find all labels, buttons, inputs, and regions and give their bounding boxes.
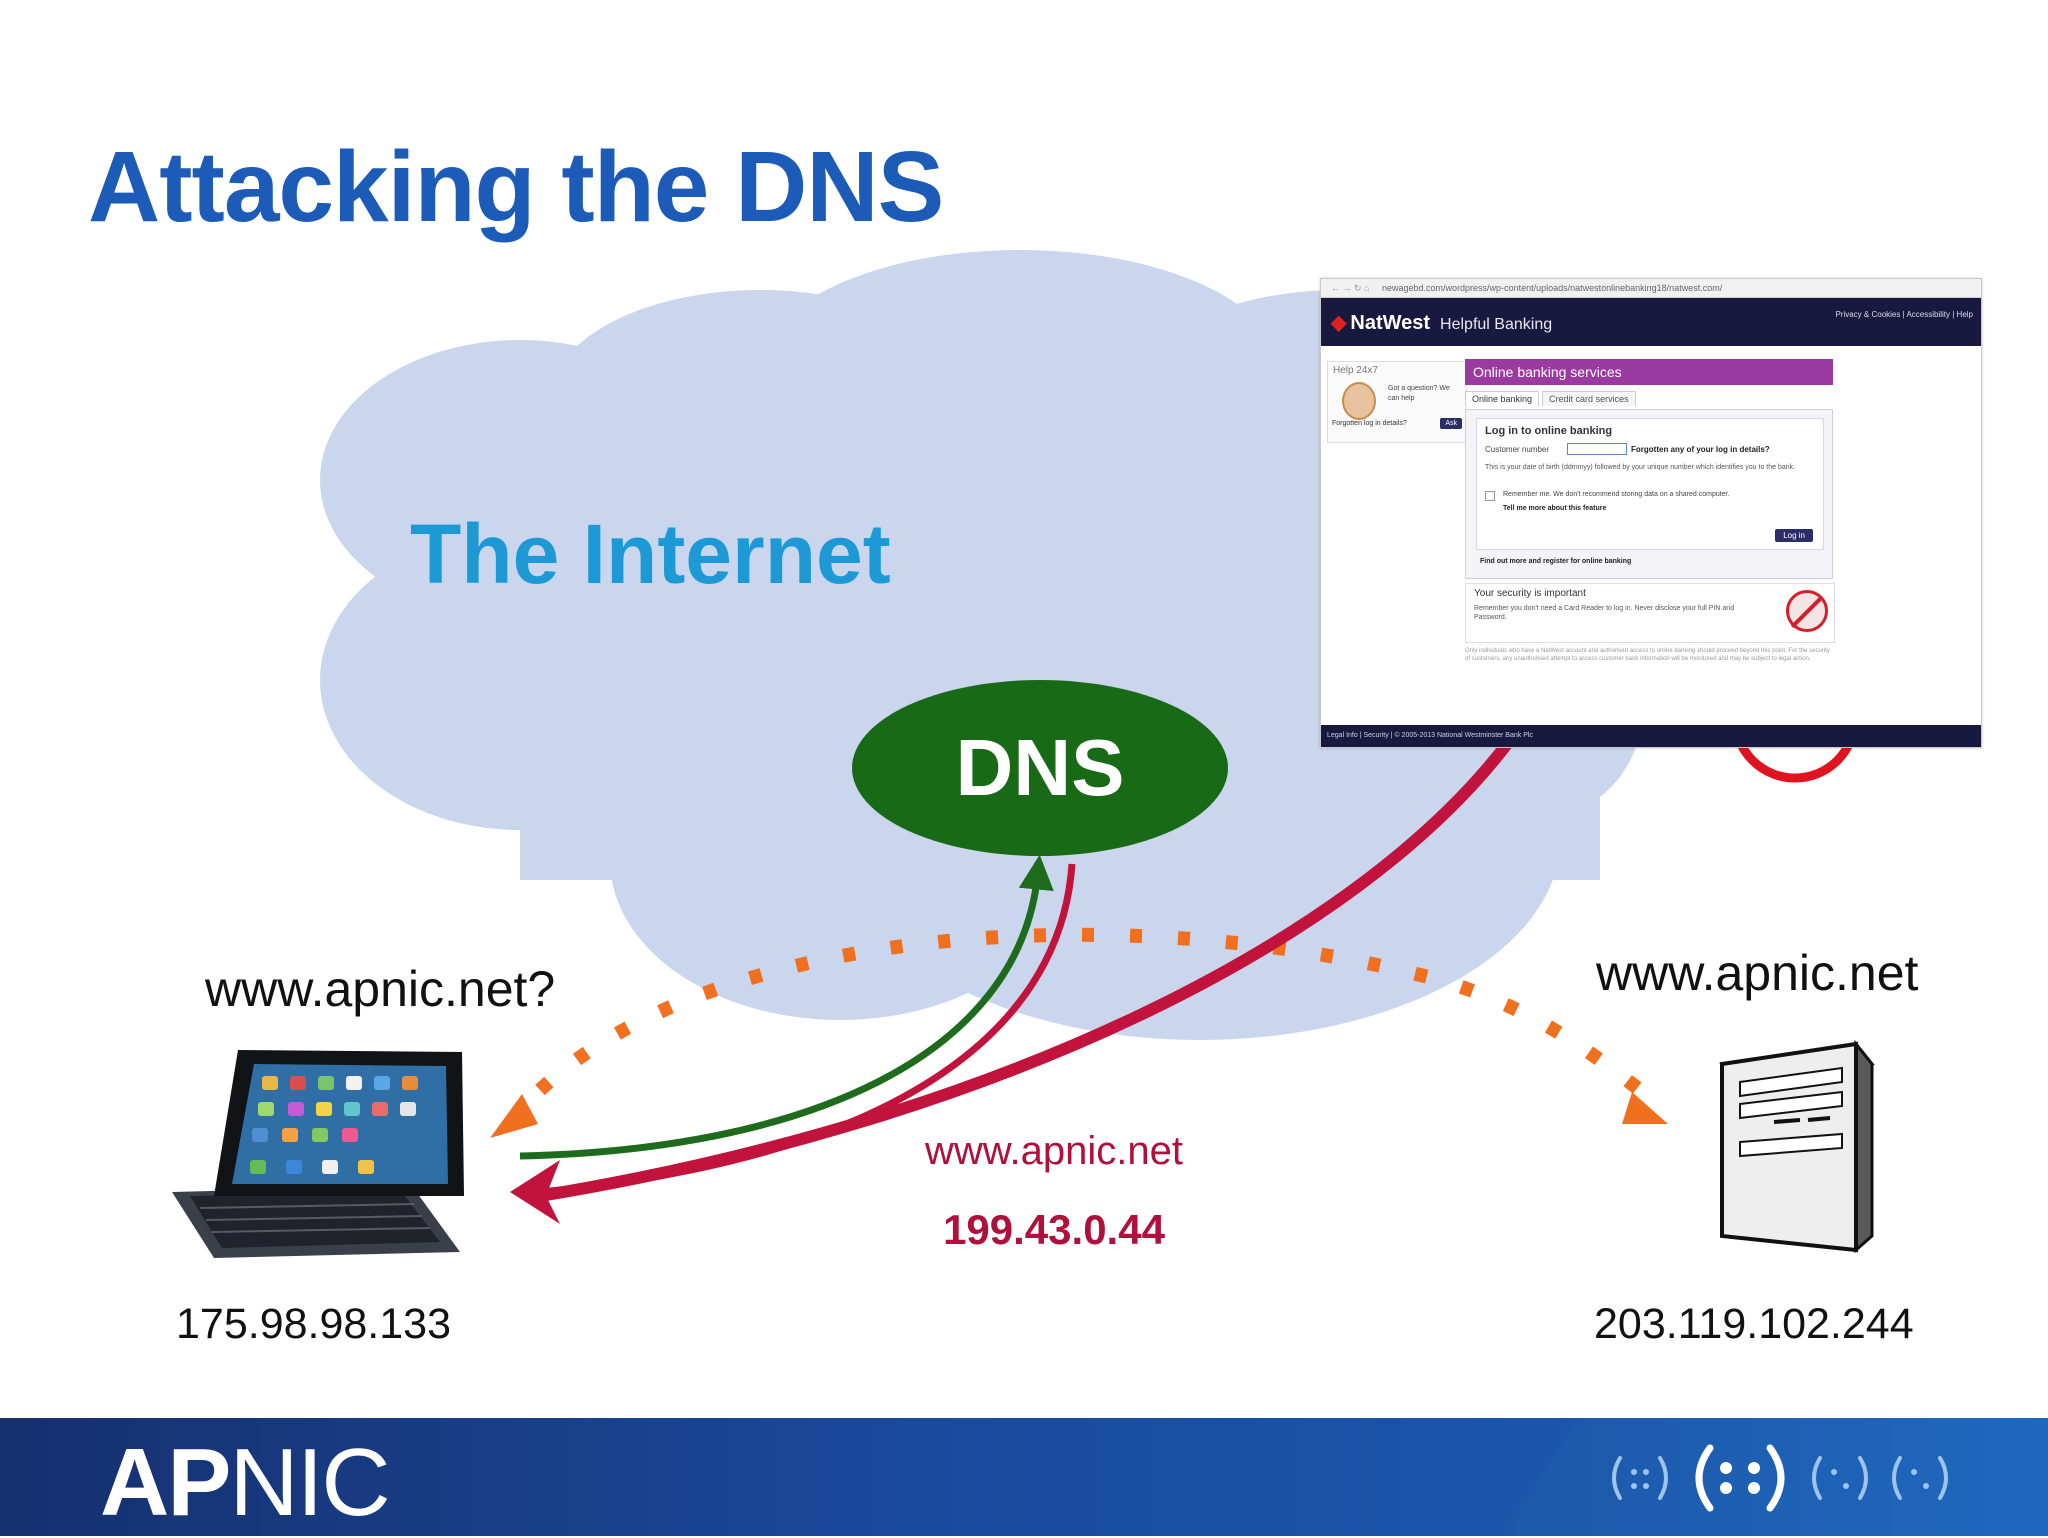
help-question: Got a question? We can help	[1388, 385, 1450, 402]
genuine-path-dotted	[535, 927, 1645, 1096]
slide-title: Attacking the DNS	[88, 131, 944, 243]
tab-credit-card: Credit card services	[1542, 391, 1636, 406]
customer-number-help: This is your date of birth (ddmmyy) foll…	[1485, 464, 1796, 471]
remember-label: Remember me. We don't recommend storing …	[1503, 491, 1730, 498]
apnic-mark-icon	[1612, 1444, 1948, 1512]
browser-url: newagebd.com/wordpress/wp-content/upload…	[1382, 283, 1723, 293]
query-label: www.apnic.net?	[204, 961, 555, 1017]
tell-more-link: Tell me more about this feature	[1503, 505, 1607, 512]
dns-server-oval	[852, 680, 1228, 856]
footer-accent	[1500, 1418, 2048, 1536]
security-text: Remember you don't need a Card Reader to…	[1474, 605, 1735, 621]
help-title: Help 24x7	[1333, 365, 1379, 376]
forgotten-link: Forgotten any of your log in details?	[1631, 445, 1770, 454]
bank-header-links: Privacy & Cookies | Accessibility | Help	[1835, 310, 1973, 319]
tab-online-banking: Online banking	[1465, 391, 1540, 406]
dns-query-arrow	[519, 854, 1054, 1160]
spoofed-answer-name: www.apnic.net	[924, 1129, 1183, 1173]
ask-button: Ask	[1440, 418, 1462, 429]
server-icon	[1719, 1039, 1875, 1254]
security-notice: Your security is important Remember you …	[1465, 583, 1835, 643]
orange-arrowhead-right	[1622, 1092, 1668, 1124]
tablet-keyboard-icon	[172, 1050, 464, 1258]
helper-avatar	[1342, 382, 1376, 420]
dns-label: DNS	[956, 723, 1125, 812]
login-button: Log in	[1775, 529, 1813, 542]
help-panel: Help 24x7 Got a question? We can help Fo…	[1327, 361, 1467, 443]
remember-checkbox	[1485, 491, 1495, 501]
natwest-cube-icon: ◆	[1331, 312, 1347, 334]
server-ip: 203.119.102.244	[1594, 1300, 1914, 1348]
services-banner: Online banking services	[1465, 359, 1833, 385]
security-title: Your security is important	[1474, 588, 1586, 599]
login-title: Log in to online banking	[1485, 425, 1613, 437]
help-forgot-link: Forgotten log in details?	[1332, 420, 1407, 427]
login-form: Log in to online banking Customer number…	[1476, 418, 1824, 550]
cloud-label: The Internet	[410, 507, 891, 601]
login-box: Log in to online banking Customer number…	[1465, 409, 1833, 579]
phishing-page-screenshot: ← → ↻ ⌂ newagebd.com/wordpress/wp-conten…	[1320, 278, 1982, 748]
no-card-reader-icon	[1786, 590, 1828, 632]
bank-tagline: Helpful Banking	[1440, 316, 1553, 333]
orange-arrowhead-left	[490, 1094, 538, 1138]
red-arrowhead	[510, 1160, 560, 1224]
browser-url-bar: ← → ↻ ⌂ newagebd.com/wordpress/wp-conten…	[1321, 279, 1981, 298]
browser-nav-icons: ← → ↻ ⌂	[1331, 283, 1370, 293]
legal-fineprint: Only individuals who have a NatWest acco…	[1465, 648, 1830, 662]
customer-number-label: Customer number	[1485, 445, 1550, 454]
register-link: Find out more and register for online ba…	[1480, 558, 1632, 565]
spoofed-answer-ip: 199.43.0.44	[943, 1206, 1166, 1253]
bank-footer: Legal Info | Security | © 2005-2013 Nati…	[1321, 725, 1981, 747]
client-ip: 175.98.98.133	[176, 1300, 451, 1348]
phish-redirect-arrow	[539, 736, 1515, 1202]
customer-number-field	[1567, 443, 1627, 455]
footer-bar	[0, 1418, 2048, 1536]
apnic-logo: APNIC	[100, 1429, 391, 1536]
server-name-label: www.apnic.net	[1595, 945, 1918, 1001]
